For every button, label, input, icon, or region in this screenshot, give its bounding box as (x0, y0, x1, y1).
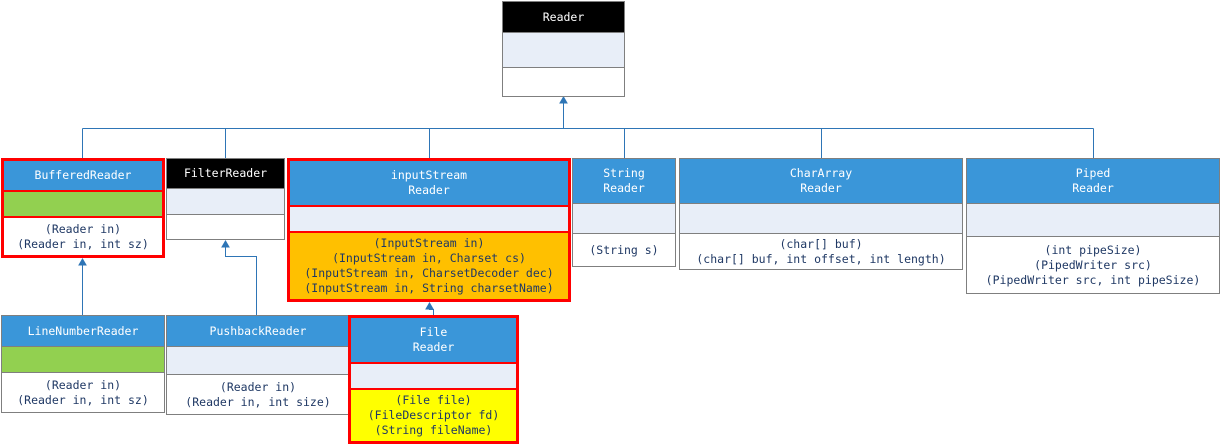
constructors-section (167, 214, 284, 239)
fields-section (2, 346, 164, 372)
constructors-section: (int pipeSize)(PipedWriter src)(PipedWri… (967, 236, 1219, 293)
constructors-section: (String s) (573, 233, 675, 266)
constructor-signature: (Reader in) (44, 377, 122, 392)
fields-section (351, 362, 516, 388)
constructor-signature: (FileDescriptor fd) (367, 408, 500, 422)
fields-section (680, 203, 962, 233)
constructor-signature: (char[] buf, int offset, int length) (696, 251, 946, 266)
class-name-line: Reader (603, 181, 645, 195)
constructor-signature: (InputStream in, CharsetDecoder dec) (304, 266, 554, 280)
class-name: FilterReader (167, 159, 284, 188)
fields-section (290, 205, 568, 231)
class-name-line: Reader (800, 181, 842, 195)
constructor-signature: (Reader in) (219, 379, 297, 394)
constructors-section: (InputStream in)(InputStream in, Charset… (290, 231, 568, 299)
class-name-line: CharArray (789, 166, 853, 180)
class-name: PushbackReader (167, 316, 349, 346)
class-filterreader: FilterReader (166, 158, 285, 240)
constructor-signature: (String s) (589, 242, 659, 257)
fields-section (967, 203, 1219, 236)
class-pushbackreader: PushbackReader (Reader in)(Reader in, int… (166, 315, 350, 415)
constructors-section: (Reader in)(Reader in, int sz) (4, 216, 162, 255)
constructor-signature: (File file) (395, 393, 472, 407)
constructor-signature: (InputStream in, Charset cs) (332, 251, 526, 265)
constructor-signature: (Reader in, int sz) (17, 392, 149, 407)
class-bufferedreader: BufferedReader (Reader in)(Reader in, int… (1, 158, 165, 258)
arrowhead-bufferedreader (78, 258, 87, 266)
constructor-signature: (InputStream in) (373, 236, 485, 250)
connector-pushbackreader (225, 243, 257, 315)
constructor-signature: (int pipeSize) (1044, 242, 1142, 257)
fields-section (167, 346, 349, 374)
class-name-line: Piped (1075, 166, 1111, 180)
class-name-line: Reader (408, 183, 450, 197)
class-name-line: BufferedReader (34, 168, 132, 182)
fields-section (573, 203, 675, 233)
class-name: LineNumberReader (2, 316, 164, 346)
class-name-line: FilterReader (183, 166, 268, 180)
class-name-line: String (603, 166, 645, 180)
arrowhead-inputstreamreader (425, 302, 434, 310)
constructor-signature: (char[] buf) (779, 236, 863, 251)
constructors-section: (Reader in)(Reader in, int size) (167, 374, 349, 414)
class-name-line: PushbackReader (209, 323, 307, 338)
constructor-signature: (String fileName) (374, 423, 493, 437)
arrowhead-reader (559, 96, 568, 104)
constructor-signature: (InputStream in, String charsetName) (304, 281, 554, 295)
class-linenumberreader: LineNumberReader (Reader in)(Reader in, i… (1, 315, 165, 413)
constructor-signature: (Reader in) (44, 221, 122, 236)
class-name: Reader (503, 2, 624, 32)
constructors-section: (char[] buf)(char[] buf, int offset, int… (680, 233, 962, 269)
constructor-signature: (PipedWriter src) (1034, 257, 1152, 272)
class-name-line: Reader (412, 340, 455, 354)
fields-section (4, 190, 162, 216)
class-name-line: File (419, 325, 448, 339)
class-name-line: LineNumberReader (27, 323, 139, 338)
constructor-signature: (Reader in, int sz) (17, 236, 149, 251)
constructors-section: (Reader in)(Reader in, int sz) (2, 372, 164, 412)
class-name-line: inputStream (390, 168, 468, 182)
constructors-section: (File file)(FileDescriptor fd)(String fi… (351, 388, 516, 441)
fields-section (167, 188, 284, 214)
arrowhead-filterreader (221, 240, 230, 248)
class-name: BufferedReader (4, 161, 162, 190)
constructors-section (503, 67, 624, 96)
class-name-line: Reader (1072, 181, 1114, 195)
fields-section (503, 32, 624, 67)
class-name-line: Reader (542, 9, 585, 24)
constructor-signature: (PipedWriter src, int pipeSize) (985, 272, 1201, 287)
class-reader: Reader (502, 1, 625, 97)
constructor-signature: (Reader in, int size) (185, 394, 331, 409)
